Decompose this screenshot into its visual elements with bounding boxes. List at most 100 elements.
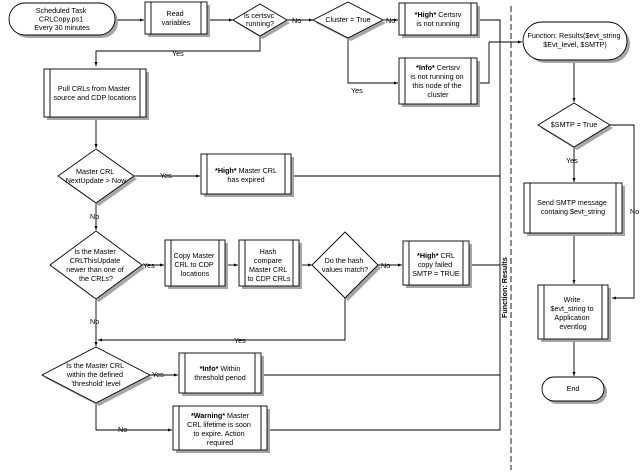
svg-text:copy failed SMTP = TRUE: copy failed SMTP = TRUE — [412, 260, 460, 278]
hash-line-2: compare — [254, 256, 282, 265]
high-expired-rest: Master CRL — [237, 166, 277, 175]
label-cluster-no: No — [386, 16, 395, 25]
connectors — [94, 18, 635, 432]
info-within-bold: *Info* — [200, 364, 219, 373]
svg-text:Send SMTP message contai: Send SMTP message containg $evt_string — [537, 198, 609, 216]
hash-line-1: Hash — [260, 247, 277, 256]
label-certsvc-yes: Yes — [172, 49, 184, 58]
copy-failed-line-2: copy failed — [418, 260, 452, 269]
svg-text:Pull CRLs from Master so: Pull CRLs from Master source and CDP loc… — [54, 84, 137, 102]
edge-cluster-info — [347, 38, 398, 85]
info-not-node-bold: *Info* — [416, 63, 435, 72]
hash-compare-process: Hash compare Master CRL to CDP CRLs — [238, 239, 302, 289]
certsvc-line-1: Is certsvc — [244, 11, 275, 20]
high-not-running-line-2: is not running — [416, 19, 459, 28]
smtp-decision: $SMTP = True — [537, 102, 613, 150]
svg-text:Scheduled Task CRLCopy.p: Scheduled Task CRLCopy.ps1 Every 30 minu… — [34, 6, 90, 32]
label-threshold-no: No — [118, 425, 127, 434]
warning-line-4: required — [207, 438, 233, 447]
high-expired-process: *High* Master CRL has expired — [200, 153, 294, 197]
svg-text:Do the hash values match: Do the hash values match? — [322, 256, 368, 274]
thisupdate-line-2: CRLThisUpdate — [70, 256, 121, 265]
send-line-1: Send SMTP message — [537, 198, 607, 207]
svg-text:*Warning* Master: *Warning* Master — [191, 411, 250, 420]
copy-line-3: locations — [181, 269, 210, 278]
threshold-decision: Is the Master CRL within the defined 'th… — [41, 346, 153, 406]
thisupdate-line-4: the CRLs? — [79, 274, 113, 283]
high-copy-failed-process: *High* CRL copy failed SMTP = TRUE — [402, 240, 472, 288]
send-line-2: containg $evt_string — [541, 207, 605, 216]
warning-line-2: CRL lifetime is soon — [187, 420, 251, 429]
swimlane: Function: Results — [500, 6, 512, 470]
swimlane-label: Function: Results — [500, 257, 509, 318]
label-hash-no: No — [381, 261, 390, 270]
hash-match-line-2: values match? — [322, 265, 368, 274]
function-line-1: Function: Results($evt_string — [527, 31, 620, 40]
edge-bus — [268, 20, 501, 431]
label-thisupdate-no: No — [90, 317, 99, 326]
write-line-1: Write — [564, 295, 581, 304]
start-line-3: Every 30 minutes — [34, 23, 90, 32]
nextupdate-line-2: NextUpdate > Now — [66, 176, 127, 185]
info-within-process: *Info* Within threshold period — [178, 352, 264, 396]
label-threshold-yes: Yes — [152, 370, 164, 379]
svg-text:is not running on this n: is not running on this node of the clust… — [410, 72, 465, 99]
info-not-node-line-4: cluster — [427, 90, 449, 99]
write-line-4: eventlog — [559, 322, 586, 331]
write-line-2: $evt_string to — [550, 304, 593, 313]
threshold-line-1: Is the Master CRL — [66, 361, 124, 370]
svg-text:Hash compare Maste: Hash compare Master CRL to CDP CRLs — [247, 247, 290, 283]
edge-smtp-no — [610, 124, 635, 300]
info-within-line-2: threshold period — [194, 373, 246, 382]
cluster-decision: Cluster = True — [312, 1, 386, 41]
label-cluster-yes: Yes — [351, 86, 363, 95]
edge-match-yes-back — [98, 297, 346, 342]
label-smtp-yes: Yes — [566, 156, 578, 165]
info-within-rest: Within — [218, 364, 240, 373]
info-not-node-line-2: is not running on — [410, 72, 463, 81]
function-results-terminator: Function: Results($evt_string $Evt_level… — [522, 21, 630, 63]
high-not-running-rest: Certsrv — [436, 10, 462, 19]
svg-text:Copy Master CRL to CDP: Copy Master CRL to CDP locations — [174, 251, 217, 278]
read-variables-process: Read variables — [144, 1, 210, 37]
copy-failed-line-3: SMTP = TRUE — [412, 269, 460, 278]
certsvc-line-2: running? — [246, 19, 274, 28]
pull-line-1: Pull CRLs from Master — [58, 84, 131, 93]
info-not-node-rest: Certsrv — [435, 63, 461, 72]
high-not-running-process: *High* Certsrv is not running — [398, 2, 480, 38]
end-label: End — [567, 384, 580, 393]
cluster-label: Cluster = True — [325, 15, 370, 24]
label-thisupdate-yes: Yes — [143, 261, 155, 270]
label-nextupdate-no: No — [90, 212, 99, 221]
nextupdate-decision: Master CRL NextUpdate > Now — [57, 148, 137, 206]
send-smtp-process: Send SMTP message containg $evt_string — [523, 182, 625, 236]
warning-expire-process: *Warning* Master CRL lifetime is soon to… — [172, 405, 270, 453]
edge-labels: No No Yes Yes Yes No Yes No No Yes Yes N… — [90, 16, 639, 434]
svg-text:Is certsvc running?: Is certsvc running? — [244, 11, 276, 28]
edge-info-function — [478, 42, 490, 84]
start-line-1: Scheduled Task — [36, 6, 87, 15]
thisupdate-line-1: Is the Master — [74, 247, 116, 256]
pull-crls-process: Pull CRLs from Master source and CDP loc… — [43, 68, 149, 120]
copy-line-2: CRL to CDP — [174, 260, 213, 269]
high-expired-line-2: has expired — [227, 175, 264, 184]
smtp-label: $SMTP = True — [551, 120, 597, 129]
label-certsvc-no: No — [292, 16, 301, 25]
hash-match-line-1: Do the hash — [325, 256, 364, 265]
pull-line-2: source and CDP locations — [54, 93, 137, 102]
label-nextupdate-yes: Yes — [160, 171, 172, 180]
svg-text:Write $evt_string to: Write $evt_string to Application eventlo… — [550, 295, 595, 331]
certsvc-decision: Is certsvc running? — [232, 3, 290, 39]
svg-text:Master CRL NextUpdate >: Master CRL NextUpdate > Now — [66, 167, 127, 185]
svg-text:Read variables: Read variables — [162, 9, 191, 27]
warning-line-3: to expire. Action — [193, 429, 244, 438]
svg-text:Is the Master CRL within: Is the Master CRL within the defined 'th… — [66, 361, 126, 388]
read-line-2: variables — [162, 18, 191, 27]
edge-certsvc-pull — [94, 36, 261, 66]
edge-threshold-warning — [95, 404, 172, 432]
read-line-1: Read — [166, 9, 183, 18]
threshold-line-2: within the defined — [66, 370, 123, 379]
high-not-running-bold: *High* — [415, 10, 437, 19]
high-expired-bold: *High* — [215, 166, 237, 175]
